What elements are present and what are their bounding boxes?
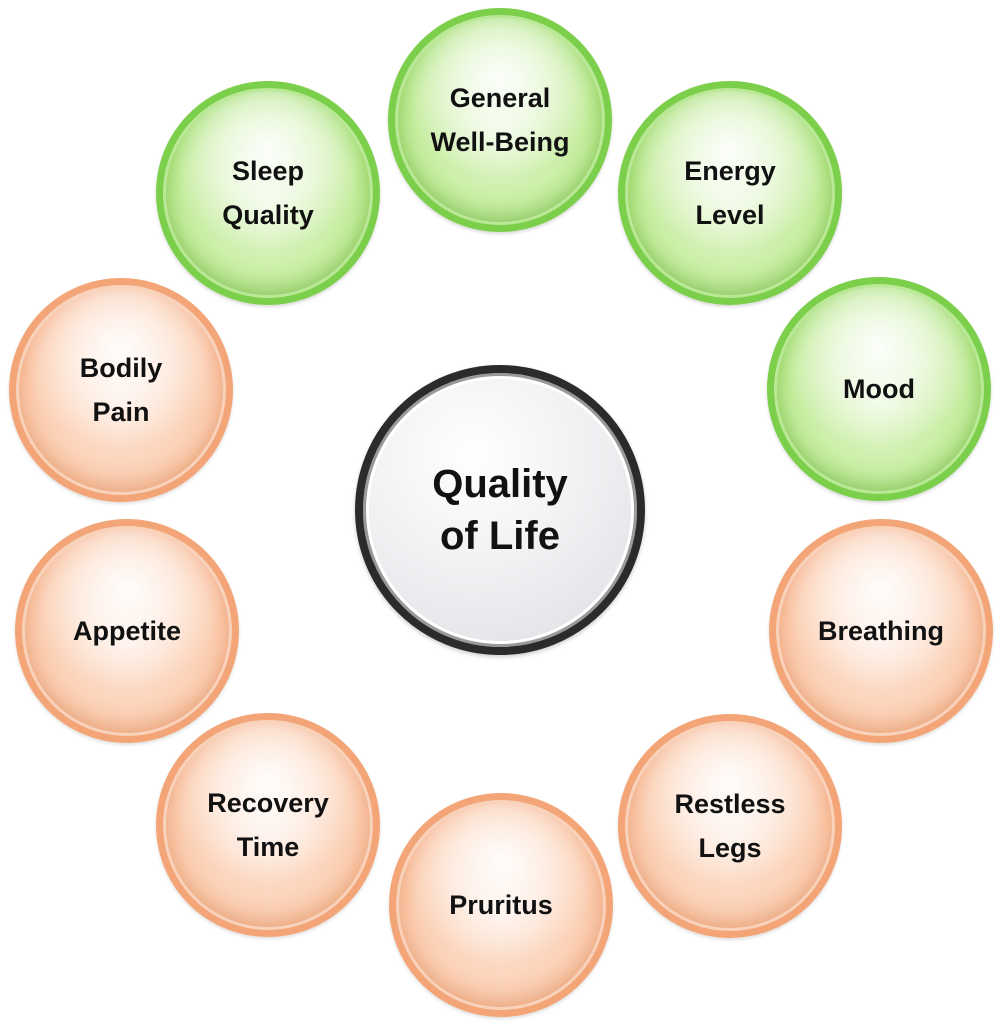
node-mood: Mood: [767, 277, 991, 501]
node-restless-legs: Restless Legs: [618, 714, 842, 938]
node-label: Pruritus: [449, 890, 553, 920]
node-label: Appetite: [73, 616, 181, 646]
node-bodily-pain: Bodily Pain: [9, 278, 233, 502]
node-recovery-time: Recovery Time: [156, 713, 380, 937]
node-label: General Well-Being: [430, 83, 570, 157]
node-label: Recovery Time: [207, 788, 329, 862]
node-sleep-quality: Sleep Quality: [156, 81, 380, 305]
node-label: Bodily Pain: [79, 353, 163, 427]
node-energy-level: Energy Level: [618, 81, 842, 305]
node-label: Mood: [843, 374, 915, 404]
node-label: Restless Legs: [674, 789, 786, 863]
center-node-quality-of-life: Quality of Life: [355, 365, 645, 655]
node-label: Sleep Quality: [222, 156, 314, 230]
center-node-label: Quality of Life: [432, 462, 568, 558]
node-label: Breathing: [817, 616, 944, 646]
node-label: Energy Level: [684, 156, 776, 230]
node-pruritus: Pruritus: [389, 793, 613, 1017]
node-appetite: Appetite: [15, 519, 239, 743]
node-breathing: Breathing: [769, 519, 993, 743]
node-general-well-being: General Well-Being: [388, 8, 612, 232]
